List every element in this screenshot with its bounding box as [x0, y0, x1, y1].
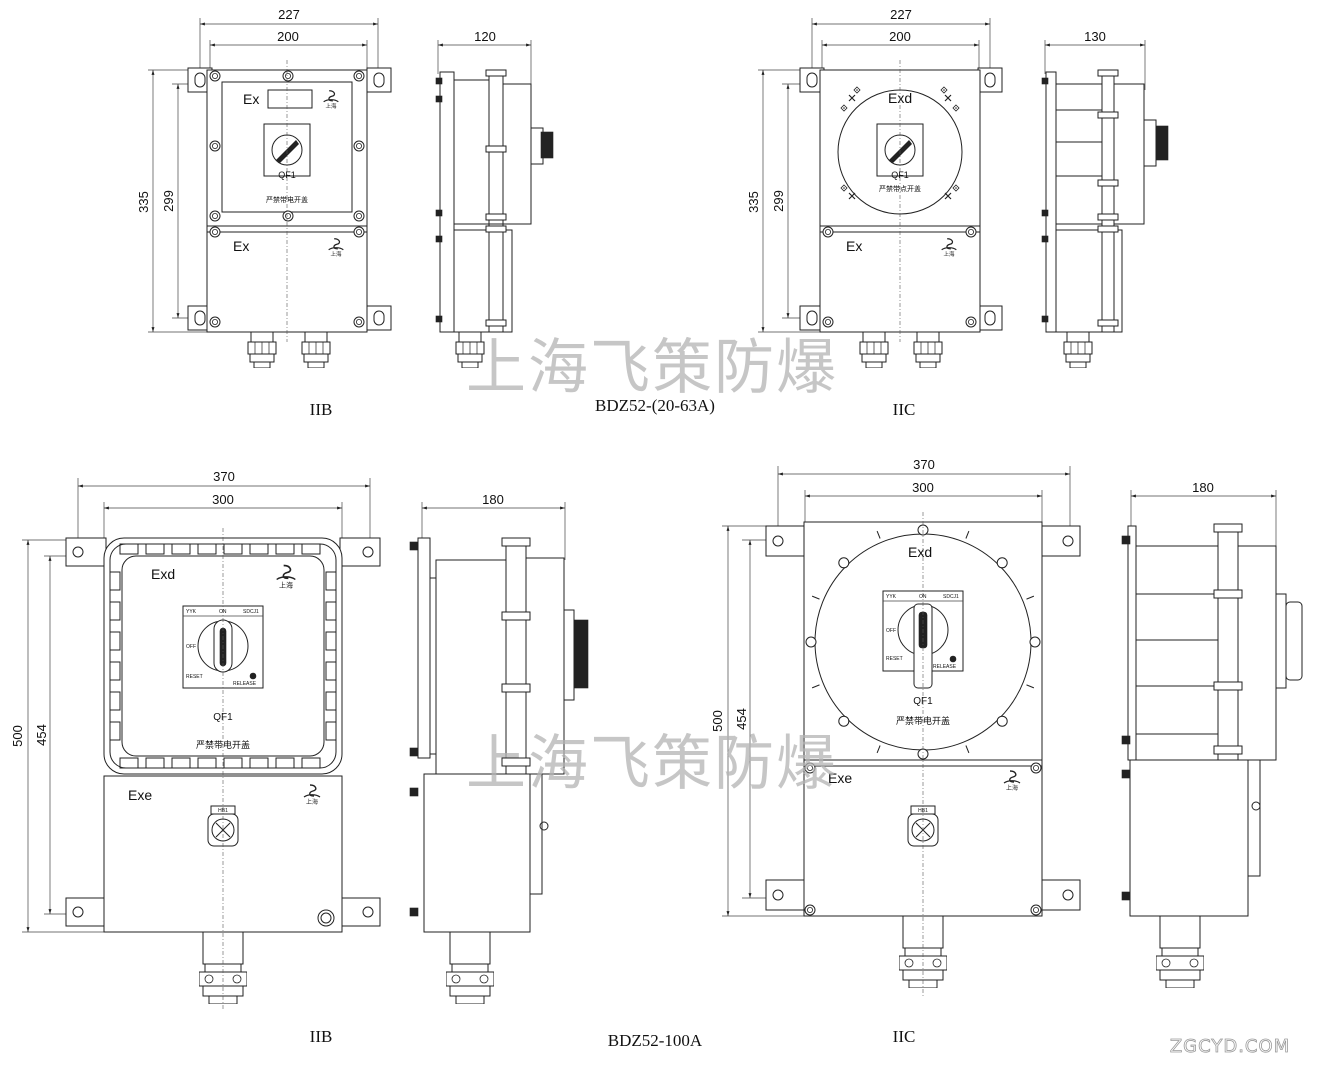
cable-gland-icon — [1063, 332, 1093, 368]
group-label-iib: IIB — [310, 400, 333, 419]
dim-depth: 120 — [474, 29, 496, 44]
upper-cover-label: Exd — [151, 566, 175, 582]
company-watermark: 上海飞策防爆 — [466, 729, 838, 799]
cable-gland-icon — [446, 932, 494, 1004]
dim-inner-width: 300 — [912, 480, 934, 495]
dim-inner-width: 300 — [212, 492, 234, 507]
group-label-iic: IIC — [893, 400, 916, 419]
dim-inner-width: 200 — [277, 29, 299, 44]
bolt-tick — [811, 684, 820, 689]
cable-gland-icon — [913, 332, 943, 368]
dial-reset-label: RESET — [186, 674, 203, 680]
dim-inner-width: 200 — [889, 29, 911, 44]
side-view-20-63a-iic: 130 — [1041, 29, 1169, 368]
upper-cover-label: Exd — [908, 544, 932, 560]
group-label-iic: IIC — [893, 1027, 916, 1046]
dim-inner-height: 299 — [161, 190, 176, 212]
bolt-icon — [838, 557, 850, 569]
lower-cover-label: Ex — [233, 238, 249, 254]
dim-outer-height: 500 — [710, 710, 725, 732]
bolt-tick — [876, 530, 881, 539]
dim-depth: 180 — [482, 492, 504, 507]
cable-gland-icon — [301, 332, 331, 368]
bolt-tick — [811, 595, 820, 600]
cover-bolts — [805, 524, 1041, 760]
front-view-20-63a-iib: 227 200 335 299 — [136, 7, 392, 368]
dim-outer-width: 370 — [913, 457, 935, 472]
dim-outer-height: 335 — [746, 191, 761, 213]
bolt-icon — [805, 636, 817, 648]
dim-outer-height: 335 — [136, 191, 151, 213]
warning-label: 严禁带电开盖 — [266, 195, 308, 204]
company-watermark: 上海飞策防爆 — [466, 333, 838, 403]
cable-gland-icon — [1156, 916, 1204, 988]
side-view-20-63a-iib: 120 — [435, 29, 554, 368]
side-view-100a-iic: 180 — [1121, 480, 1303, 988]
bolt-tick — [876, 745, 881, 754]
group-label-iib: IIB — [310, 1027, 333, 1046]
bolt-icon — [838, 715, 850, 727]
dim-inner-height: 299 — [771, 190, 786, 212]
bolt-tick — [1026, 595, 1035, 600]
dial-off-label: OFF — [886, 628, 896, 634]
dial-reset-label: RESET — [886, 656, 903, 662]
bolt-tick — [965, 745, 970, 754]
dim-depth: 130 — [1084, 29, 1106, 44]
dim-outer-height: 500 — [10, 725, 25, 747]
dial-release-label: RELEASE — [233, 681, 257, 687]
site-watermark: ZGCYD.COM — [1170, 1036, 1290, 1057]
bolt-icon — [996, 557, 1008, 569]
dial-off-label: OFF — [186, 644, 196, 650]
bolt-icon — [996, 715, 1008, 727]
bolt-tick — [1026, 684, 1035, 689]
dial-yyk-label: YYK — [886, 594, 897, 600]
dim-outer-width: 227 — [890, 7, 912, 22]
lower-cover-label: Exe — [828, 770, 852, 786]
dial-sdcj-label: SDCJ1 — [243, 609, 259, 615]
upper-cover-label: Ex — [243, 91, 259, 107]
bolt-icon — [1029, 636, 1041, 648]
dim-outer-width: 227 — [278, 7, 300, 22]
model-caption: BDZ52-(20-63A) — [595, 396, 715, 415]
bolt-tick — [965, 530, 970, 539]
front-view-20-63a-iic: 227 200 335 299 Exd — [746, 7, 1003, 368]
dim-inner-height: 454 — [734, 708, 749, 730]
cable-gland-icon — [247, 332, 277, 368]
lower-cover-label: Ex — [846, 238, 862, 254]
side-view-100a-iib: 180 — [409, 492, 589, 1004]
front-view-100a-iib: 370 300 500 454 — [10, 469, 381, 1010]
dial-release-label: RELEASE — [933, 664, 957, 670]
lower-cover-label: Exe — [128, 787, 152, 803]
dim-depth: 180 — [1192, 480, 1214, 495]
cable-gland-icon — [859, 332, 889, 368]
front-view-100a-iic: 370 300 500 454 Exd YYK ON SDCJ1 OFF RES… — [710, 457, 1081, 996]
dim-outer-width: 370 — [213, 469, 235, 484]
model-caption: BDZ52-100A — [608, 1031, 703, 1050]
dial-yyk-label: YYK — [186, 609, 197, 615]
dim-inner-height: 454 — [34, 724, 49, 746]
dial-sdcj-label: SDCJ1 — [943, 594, 959, 600]
